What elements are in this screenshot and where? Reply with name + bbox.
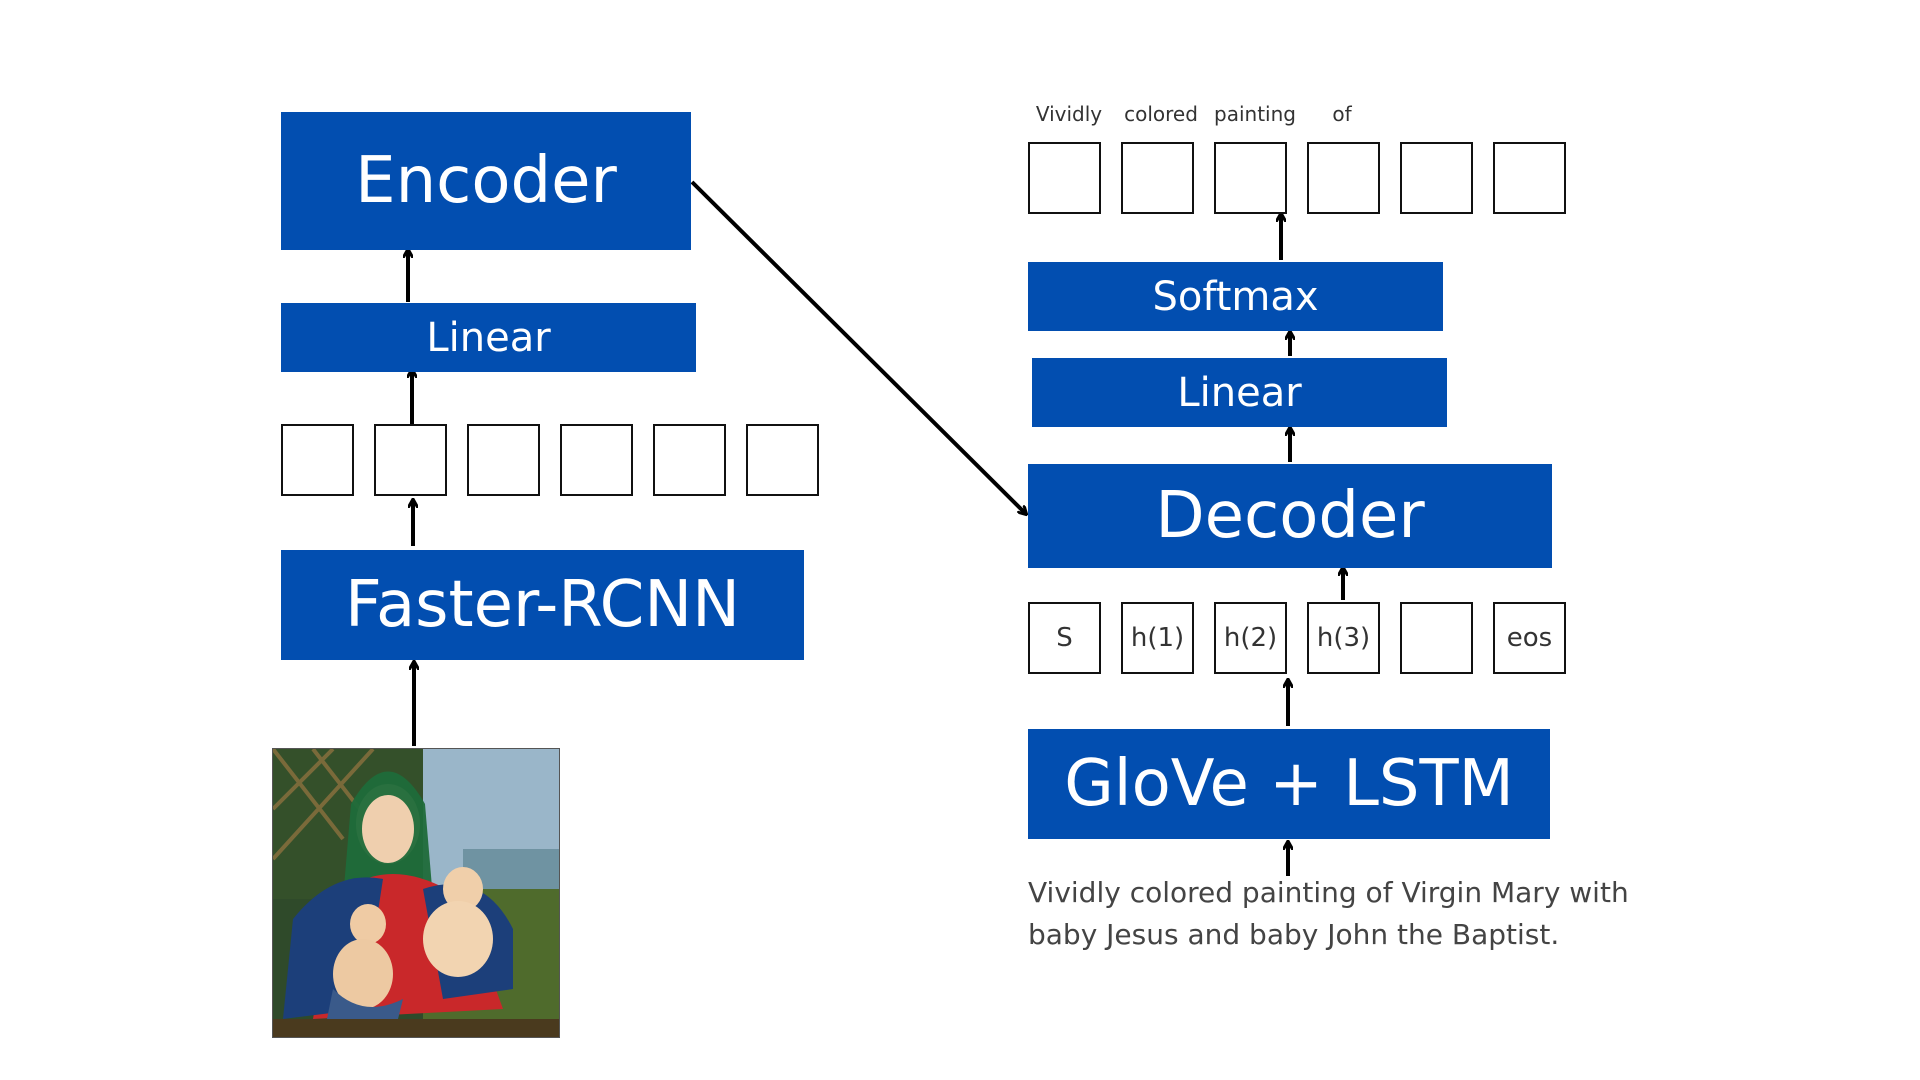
painting-image [272, 748, 560, 1038]
output-word: colored [1124, 102, 1198, 126]
decoder-block: Decoder [1028, 464, 1552, 568]
hidden-state-cell: h(3) [1307, 602, 1380, 674]
hidden-state-cell [1400, 602, 1473, 674]
feature-cell [281, 424, 354, 496]
hidden-state-cell: h(1) [1121, 602, 1194, 674]
right-linear-label: Linear [1177, 369, 1302, 416]
output-cell [1214, 142, 1287, 214]
left-linear-label: Linear [426, 314, 551, 361]
faster-rcnn-label: Faster-RCNN [345, 568, 740, 642]
glove-lstm-block: GloVe + LSTM [1028, 729, 1550, 839]
hidden-state-cell: eos [1493, 602, 1566, 674]
feature-cell [653, 424, 726, 496]
feature-cell [374, 424, 447, 496]
output-word: of [1332, 102, 1352, 126]
encoder-block: Encoder [281, 112, 691, 250]
caption-text: Vividly colored painting of Virgin Mary … [1028, 876, 1629, 951]
arrow-encoder-to-decoder [690, 180, 1026, 514]
softmax-block: Softmax [1028, 262, 1443, 331]
output-cell [1307, 142, 1380, 214]
faster-rcnn-block: Faster-RCNN [281, 550, 804, 660]
decoder-label: Decoder [1155, 479, 1425, 553]
hidden-state-cell: h(2) [1214, 602, 1287, 674]
output-cell [1028, 142, 1101, 214]
madonna-painting [273, 749, 559, 1037]
output-word: painting [1214, 102, 1296, 126]
softmax-label: Softmax [1152, 273, 1319, 320]
feature-cell [467, 424, 540, 496]
output-cell [1493, 142, 1566, 214]
output-word: Vividly [1035, 102, 1103, 126]
encoder-label: Encoder [355, 144, 617, 218]
feature-cell [560, 424, 633, 496]
hidden-state-cell: S [1028, 602, 1101, 674]
output-cell [1400, 142, 1473, 214]
feature-cell [746, 424, 819, 496]
left-linear-block: Linear [281, 303, 696, 372]
output-cell [1121, 142, 1194, 214]
right-linear-block: Linear [1032, 358, 1447, 427]
glove-lstm-label: GloVe + LSTM [1064, 747, 1514, 821]
